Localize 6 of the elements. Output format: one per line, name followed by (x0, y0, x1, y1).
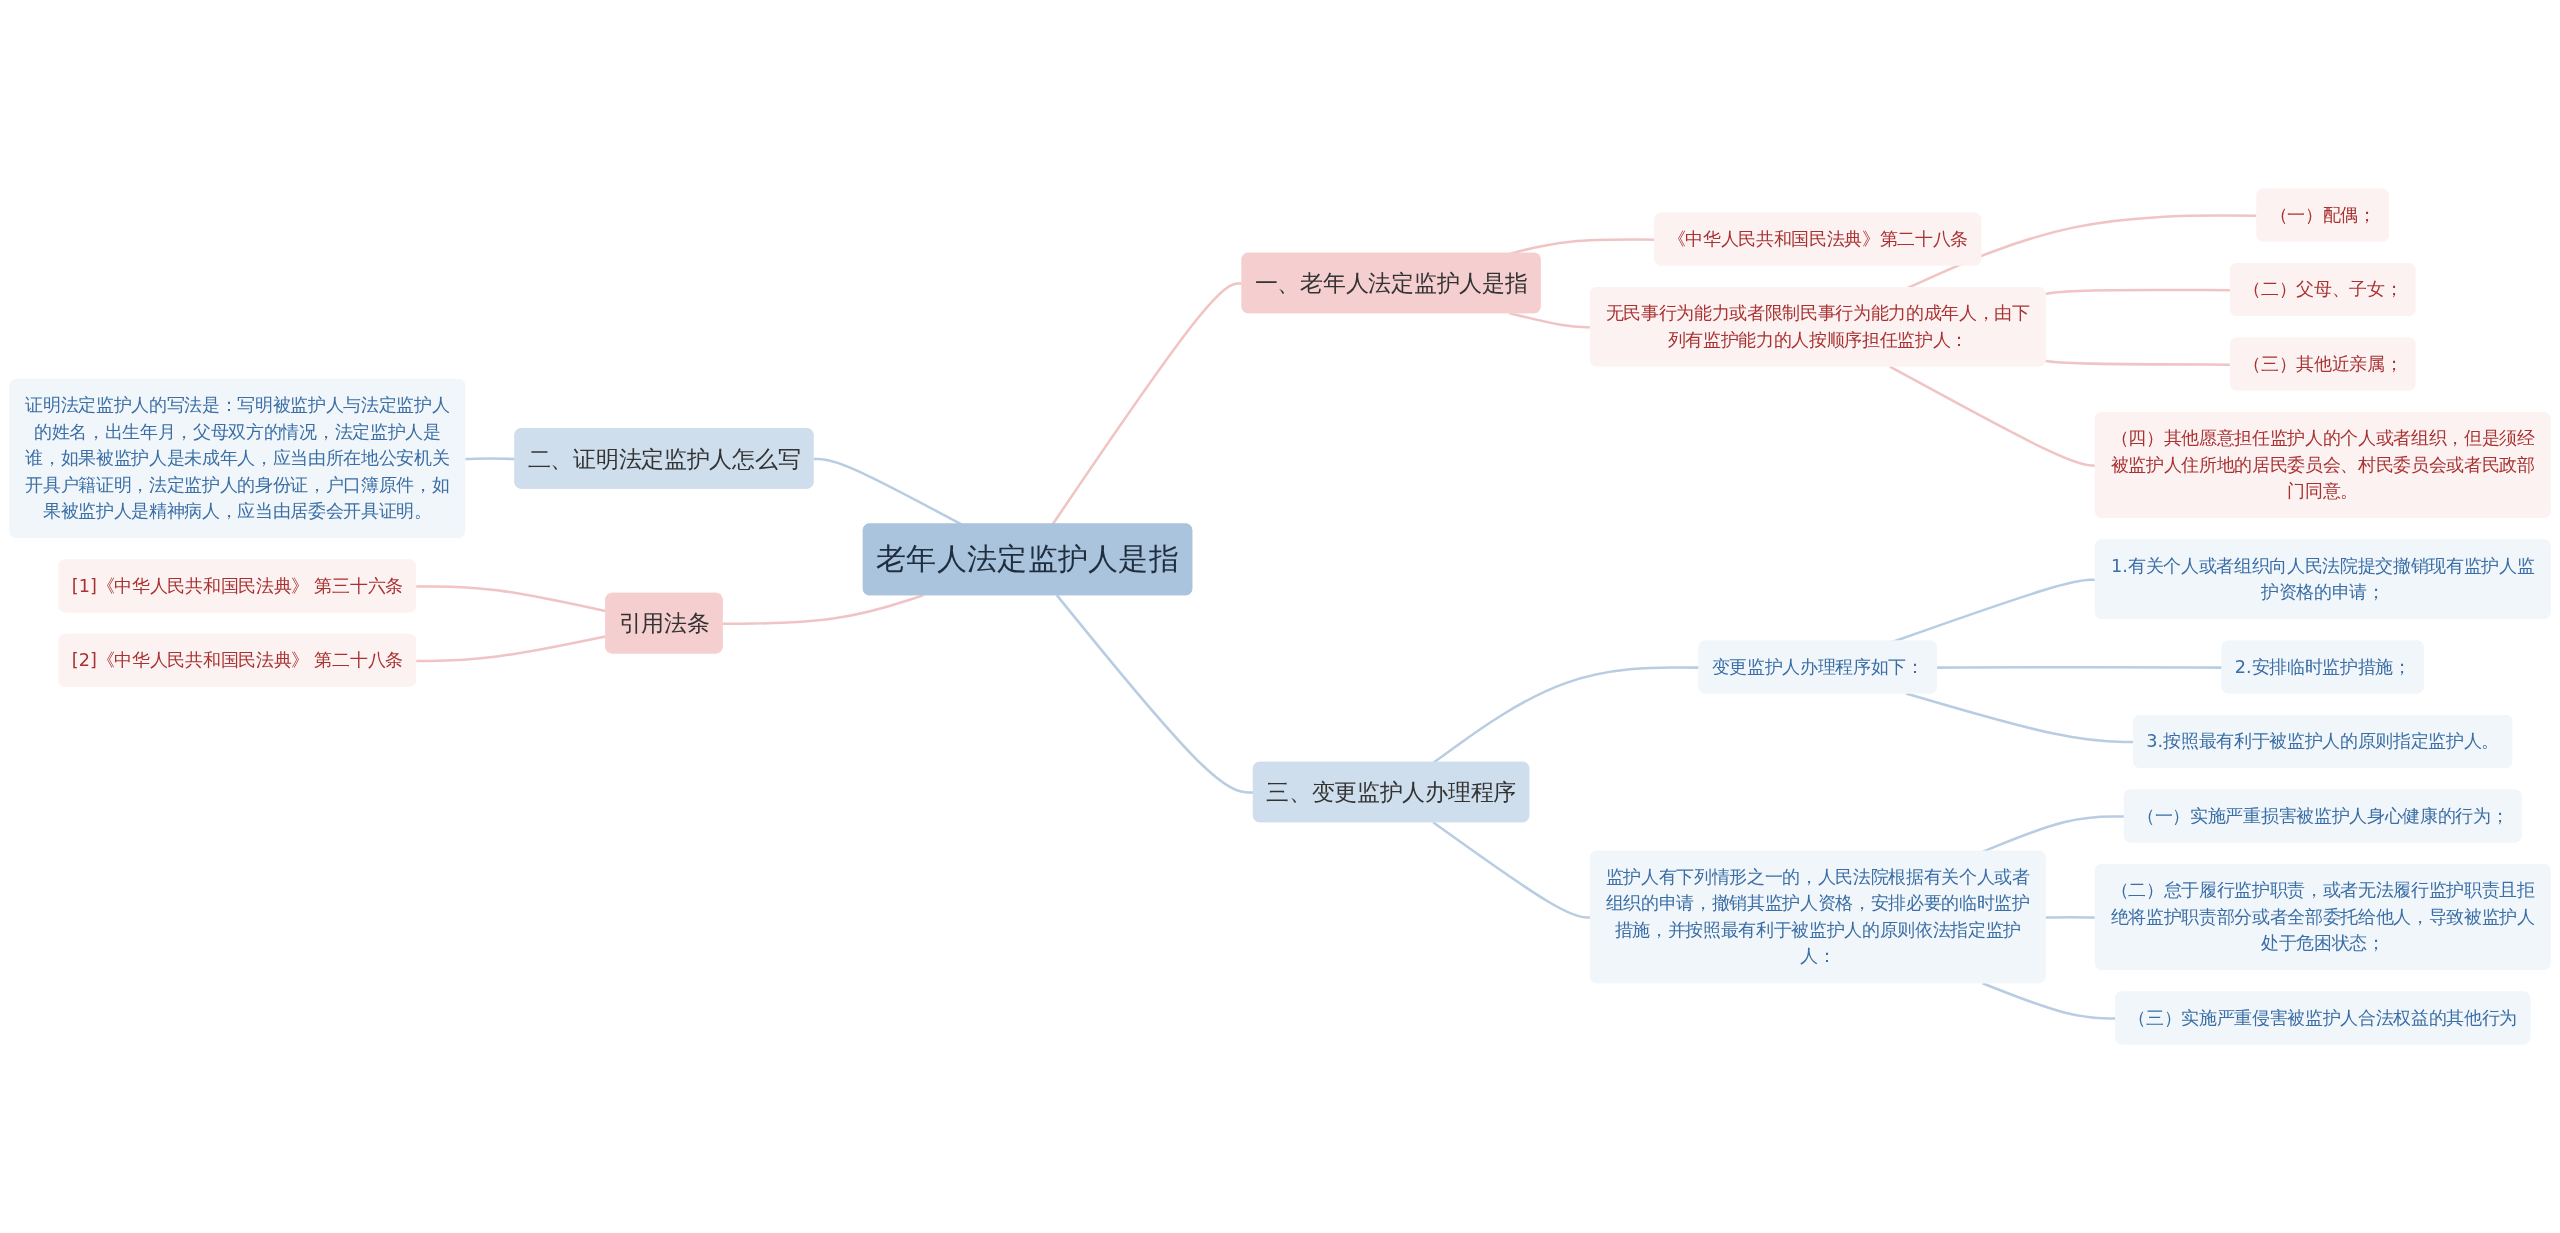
connector (722, 594, 924, 625)
connector (1432, 666, 1700, 764)
connector (813, 457, 963, 526)
connector (465, 457, 516, 461)
connector (1051, 282, 1243, 526)
connector (1937, 665, 2223, 669)
